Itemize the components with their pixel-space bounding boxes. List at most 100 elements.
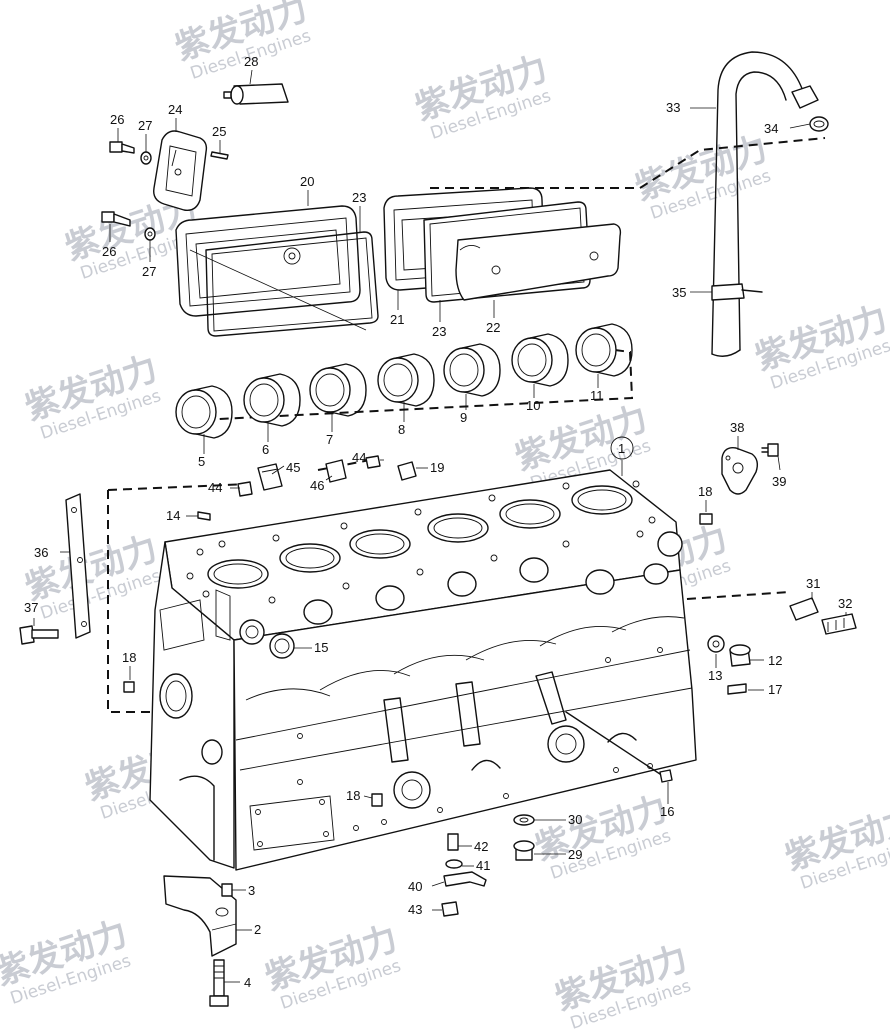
part-37-bolt: [19, 625, 59, 645]
part-31-fitting: [789, 597, 819, 621]
label-44-right: 44: [352, 450, 366, 465]
bearing-row: [175, 323, 633, 439]
part-29-plug: [513, 840, 535, 861]
label-29: 29: [568, 847, 582, 862]
watermark-logo-8: 紫发动力 Diesel-Engines: [20, 528, 163, 623]
part-33-dipstick-tube: [711, 51, 819, 357]
watermark-logo-1: 紫发动力 Diesel-Engines: [170, 0, 313, 84]
watermark-logo-15: 紫发动力 Diesel-Engines: [550, 938, 693, 1029]
callout-circle-1: [610, 436, 634, 460]
label-14: 14: [166, 508, 180, 523]
label-39: 39: [772, 474, 786, 489]
label-46: 46: [310, 478, 324, 493]
label-16: 16: [660, 804, 674, 819]
part-38-bracket: [721, 447, 759, 495]
part-26-screw-lower: [101, 211, 131, 227]
part-30-washer: [513, 814, 535, 826]
label-44-left: 44: [208, 480, 222, 495]
leader-20-line: [189, 249, 367, 331]
part-22-cover-plate: [455, 223, 622, 301]
label-21: 21: [390, 312, 404, 327]
watermark-logo-12: 紫发动力 Diesel-Engines: [780, 798, 890, 893]
label-38: 38: [730, 420, 744, 435]
label-6: 6: [262, 442, 269, 457]
label-13: 13: [708, 668, 722, 683]
label-31: 31: [806, 576, 820, 591]
part-28-sealant-tube: [223, 83, 289, 105]
part-27-washer-lower: [144, 227, 156, 241]
part-6-bearing: [243, 373, 301, 427]
label-12: 12: [768, 653, 782, 668]
label-32: 32: [838, 596, 852, 611]
label-23-right: 23: [432, 324, 446, 339]
part-13-washer: [707, 635, 725, 653]
part-20-side-cover-left: [175, 205, 361, 317]
watermark-logo-2: 紫发动力 Diesel-Engines: [410, 48, 553, 143]
label-40: 40: [408, 879, 422, 894]
label-36: 36: [34, 545, 48, 560]
part-2-bearing-cap: [163, 875, 237, 957]
label-41: 41: [476, 858, 490, 873]
label-1: 1: [618, 441, 625, 456]
part-44-plug-left: [237, 481, 253, 497]
label-24: 24: [168, 102, 182, 117]
part-40-oil-nozzle: [443, 871, 487, 887]
part-18-pin-bottom: [371, 793, 383, 807]
label-37: 37: [24, 600, 38, 615]
part-15-seal: [269, 633, 295, 659]
label-8: 8: [398, 422, 405, 437]
part-32-sensor: [821, 613, 857, 635]
label-35: 35: [672, 285, 686, 300]
label-42: 42: [474, 839, 488, 854]
label-34: 34: [764, 121, 778, 136]
part-27-washer-upper: [140, 151, 152, 165]
part-41-washer: [445, 859, 463, 869]
part-35-clamp: [711, 283, 763, 301]
part-18-pin-top: [699, 513, 713, 525]
label-28: 28: [244, 54, 258, 69]
label-5: 5: [198, 454, 205, 469]
part-46-fitting: [325, 459, 347, 483]
part-23-gasket-left: [205, 231, 379, 337]
part-36-strap: [65, 493, 91, 639]
part-44-plug-right: [365, 455, 381, 469]
part-12-plug: [729, 644, 751, 667]
part-43-nut: [441, 901, 459, 917]
label-7: 7: [326, 432, 333, 447]
part-17-pin: [727, 683, 747, 695]
label-25: 25: [212, 124, 226, 139]
label-4: 4: [244, 975, 251, 990]
label-10: 10: [526, 398, 540, 413]
label-45: 45: [286, 460, 300, 475]
part-14-pin: [197, 511, 211, 521]
part-16-bolt: [565, 711, 673, 783]
label-18-top: 18: [698, 484, 712, 499]
leader-lines: [33, 69, 847, 983]
watermark-logo-13: 紫发动力 Diesel-Engines: [0, 913, 134, 1008]
label-18-left: 18: [122, 650, 136, 665]
part-45-plug: [257, 463, 283, 491]
part-1-cylinder-block: [149, 469, 697, 871]
part-5-bearing: [175, 385, 233, 439]
part-34-oring: [809, 116, 829, 132]
part-25-pin: [210, 151, 229, 160]
label-2: 2: [254, 922, 261, 937]
label-3: 3: [248, 883, 255, 898]
label-27-upper: 27: [138, 118, 152, 133]
part-24-small-cover: [153, 130, 208, 211]
watermark-logo-3: 紫发动力 Diesel-Engines: [630, 128, 773, 223]
label-19: 19: [430, 460, 444, 475]
label-30: 30: [568, 812, 582, 827]
label-15: 15: [314, 640, 328, 655]
label-22: 22: [486, 320, 500, 335]
label-11: 11: [590, 388, 604, 403]
part-labels: 1 2 3 4 5 6 7 8 9 10 11 12 13 14 15 16 1…: [24, 54, 852, 990]
label-43: 43: [408, 902, 422, 917]
label-33: 33: [666, 100, 680, 115]
part-11-bearing: [575, 323, 633, 377]
part-39-bolt: [761, 443, 779, 457]
label-9: 9: [460, 410, 467, 425]
part-7-bearing: [309, 363, 367, 417]
part-8-bearing: [377, 353, 435, 407]
part-3-dowel: [221, 883, 233, 897]
